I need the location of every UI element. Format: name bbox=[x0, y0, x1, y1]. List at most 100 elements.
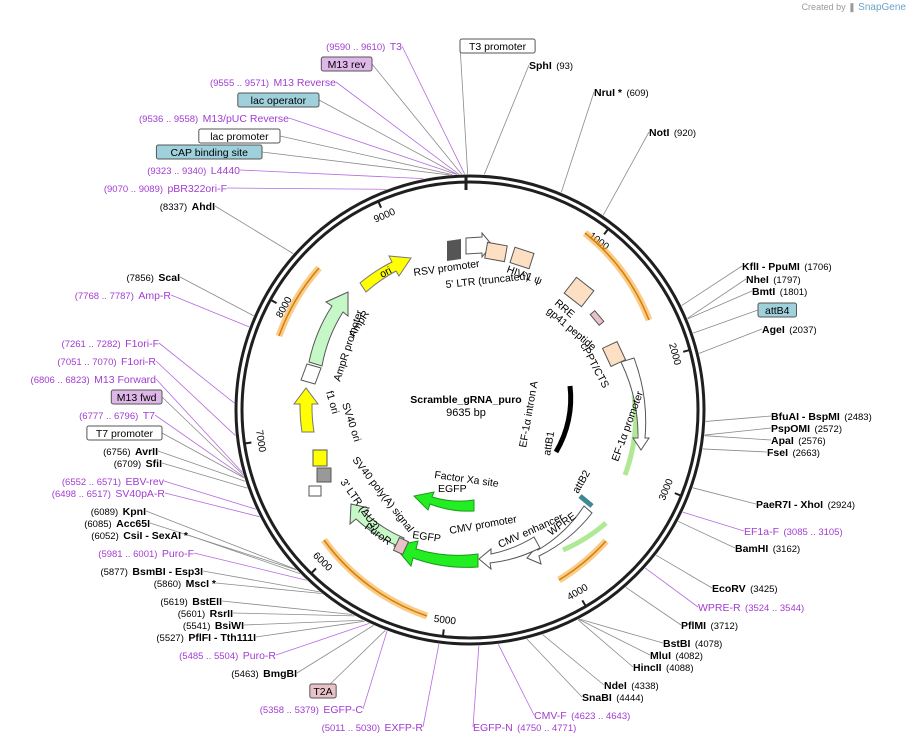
label-box-t2a bbox=[309, 683, 337, 699]
label-t2a: T2A bbox=[309, 683, 337, 699]
label-box-m13-rev bbox=[320, 56, 373, 72]
label-text-agei: AgeI (2037) bbox=[762, 320, 817, 337]
label-text-snabi: SnaBI (4444) bbox=[582, 688, 644, 705]
label-pbr322ori-f: (9070 .. 9089) pBR322ori-F bbox=[104, 183, 227, 195]
tick-2000 bbox=[682, 348, 691, 353]
label-kfli-ppumi: KflI - PpuMI (1706) bbox=[742, 257, 832, 274]
leader-amp-r bbox=[170, 294, 250, 328]
leader-m13-reverse bbox=[335, 81, 460, 175]
label-amp-r: (7768 .. 7787) Amp-R bbox=[75, 290, 172, 302]
label-text-rsrii: (5601) RsrII bbox=[178, 604, 233, 621]
label-msci: (5860) MscI * bbox=[154, 574, 217, 591]
label-box-t3-promoter bbox=[459, 38, 536, 54]
leader-ndei bbox=[542, 634, 605, 686]
label-avrii: (6756) AvrII bbox=[103, 446, 158, 458]
leader-cap-binding-site bbox=[261, 151, 450, 176]
leader-ecorv bbox=[655, 554, 713, 589]
label-wpre-r: WPRE-R (3524 .. 3544) bbox=[698, 602, 804, 614]
label-text-msci: (5860) MscI * bbox=[154, 574, 217, 591]
tick-9000 bbox=[377, 200, 382, 209]
label-egfp-1: EGFP bbox=[438, 483, 467, 495]
leader-sphi bbox=[483, 64, 530, 175]
feature-gp41-box bbox=[589, 310, 605, 326]
label-m13-reverse: (9555 .. 9571) M13 Reverse bbox=[210, 77, 336, 89]
label-bmti: BmtI (1801) bbox=[752, 282, 807, 299]
leader-exfp-r bbox=[422, 643, 440, 728]
label-text-cap-binding-site: CAP binding site bbox=[170, 147, 248, 159]
leader-agei bbox=[698, 328, 763, 354]
label-snabi: SnaBI (4444) bbox=[582, 688, 644, 705]
label-m13-fwd: M13 fwd bbox=[110, 389, 163, 405]
tick-5000 bbox=[441, 629, 445, 637]
label-text-bmti: BmtI (1801) bbox=[752, 282, 807, 299]
leader-ahdi bbox=[214, 205, 294, 254]
label-attb2: attB2 bbox=[570, 468, 593, 495]
label-box-lac-promoter bbox=[198, 128, 281, 144]
label-hincii: HincII (4088) bbox=[633, 658, 694, 675]
leader-nhei bbox=[687, 278, 747, 319]
leader-lac-operator bbox=[318, 99, 458, 175]
feature-puror-arrow bbox=[349, 503, 405, 548]
label-ef1a-f: EF1a-F (3085 .. 3105) bbox=[744, 526, 843, 538]
label-puro-r: (5485 .. 5504) Puro-R bbox=[179, 650, 276, 662]
label-text-kfli-ppumi: KflI - PpuMI (1706) bbox=[742, 257, 832, 274]
tick-label-5000: 5000 bbox=[433, 614, 457, 628]
leader-egfp-n bbox=[472, 645, 480, 728]
leader-bfuai-bspmi bbox=[705, 415, 772, 422]
label-text-ecorv: EcoRV (3425) bbox=[712, 579, 778, 596]
label-text-bsteii: (5619) BstEII bbox=[160, 592, 222, 609]
leader-bmgbi bbox=[296, 625, 374, 674]
label-text-lac-operator: lac operator bbox=[251, 95, 307, 107]
tick-1000 bbox=[603, 228, 610, 235]
label-text-csii-sexai: (6052) CsiI - SexAI * bbox=[91, 526, 189, 543]
leader-bmti bbox=[687, 290, 753, 320]
leader-f1ori-f bbox=[158, 342, 235, 404]
feature-rsv-cluster bbox=[447, 239, 461, 261]
label-text-paer7i-xhoi: PaeR7I - XhoI (2924) bbox=[756, 495, 855, 512]
label-pflfi-tth111i: (5527) PflFI - Tth111I bbox=[156, 632, 256, 644]
feature-hiv-psi-box bbox=[484, 241, 508, 263]
feature-cmv-enhancer-arrow bbox=[478, 536, 541, 571]
feature-hiv-psi-box-2 bbox=[509, 246, 535, 270]
label-puro-f: (5981 .. 6001) Puro-F bbox=[98, 548, 194, 560]
leader-cmv-f bbox=[497, 644, 535, 716]
label-bsiwi: (5541) BsiWI bbox=[183, 620, 244, 632]
feature-ltr-box bbox=[308, 485, 322, 497]
leader-ebv-rev bbox=[163, 480, 256, 510]
backbone-inner-ring bbox=[240, 180, 700, 640]
leader-noti bbox=[602, 131, 650, 216]
snapgene-brand: Created by ❚ SnapGene bbox=[802, 2, 906, 13]
label-text-acc65i: (6085) Acc65I bbox=[84, 514, 150, 531]
label-acc65i: (6085) Acc65I bbox=[84, 514, 150, 531]
feature-rre-box bbox=[563, 276, 595, 308]
label-t7-promoter: T7 promoter bbox=[86, 425, 163, 441]
label-text-noti: NotI (920) bbox=[649, 123, 696, 140]
label-text-cmv-f: CMV-F (4623 .. 4643) bbox=[534, 706, 630, 723]
leader-bamhi bbox=[677, 520, 736, 549]
feature-sv40-grey-box bbox=[316, 467, 332, 483]
label-ef1a-intron: EF-1α intron A bbox=[517, 380, 541, 448]
leader-sv40pa-r bbox=[164, 492, 260, 518]
leader-mlui bbox=[578, 619, 651, 656]
label-bamhi: BamHI (3162) bbox=[735, 539, 800, 556]
label-text-t3: (9590 .. 9610) T3 bbox=[326, 37, 402, 54]
label-text-bamhi: BamHI (3162) bbox=[735, 539, 800, 556]
label-text-ebv-rev: (6552 .. 6571) EBV-rev bbox=[62, 472, 165, 489]
label-text-bsmbi-esp3i: (5877) BsmBI - Esp3I bbox=[100, 562, 203, 579]
leader-lac-promoter bbox=[279, 135, 453, 176]
label-text-hincii: HincII (4088) bbox=[633, 658, 694, 675]
leader-t3 bbox=[401, 45, 465, 175]
brand-created-by: Created by bbox=[801, 2, 846, 12]
label-fsei: FseI (2663) bbox=[767, 447, 820, 459]
label-attb1: attB1 bbox=[541, 430, 557, 456]
label-text-m13-rev: M13 rev bbox=[328, 59, 367, 71]
label-f1-ori: f1 ori bbox=[323, 390, 341, 416]
snapgene-logo-icon: ❚ bbox=[848, 2, 856, 12]
label-sv40-ori: SV40 ori bbox=[339, 401, 363, 443]
plasmid-name: Scramble_gRNA_puro bbox=[410, 394, 521, 406]
leader-wpre-r bbox=[645, 567, 699, 608]
label-sphi: SphI (93) bbox=[529, 60, 573, 72]
inner-features bbox=[293, 231, 650, 571]
label-l4440: (9323 .. 9340) L4440 bbox=[147, 165, 240, 177]
label-f1ori-r: (7051 .. 7070) F1ori-R bbox=[57, 356, 156, 368]
